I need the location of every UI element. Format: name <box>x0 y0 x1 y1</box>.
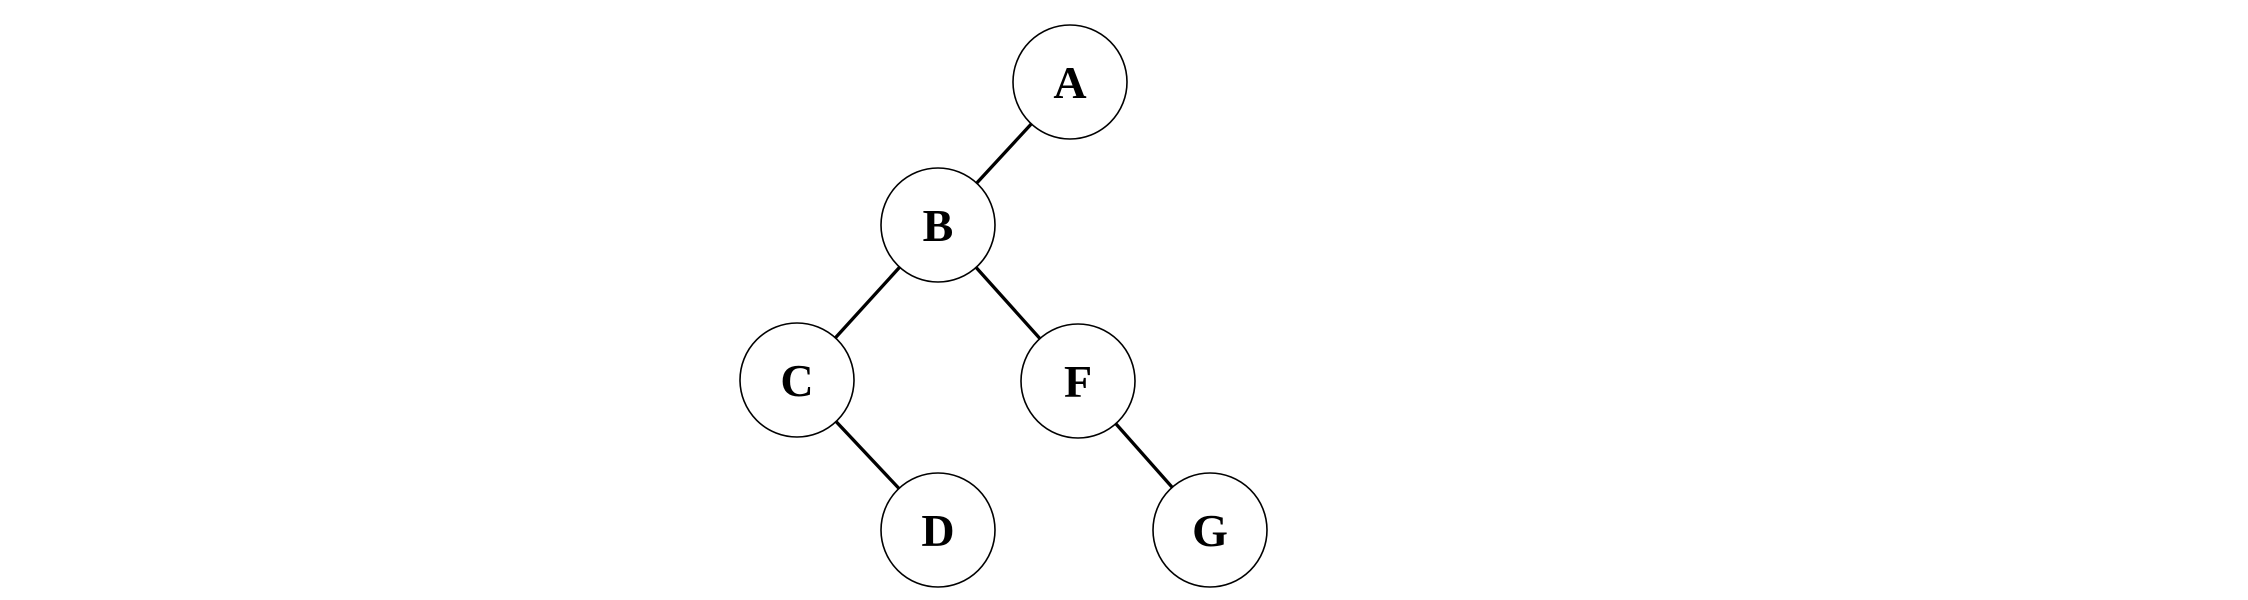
tree-node-B: B <box>880 167 996 283</box>
tree-node-G: G <box>1152 472 1268 588</box>
tree-node-label-C: C <box>780 355 813 406</box>
tree-node-label-A: A <box>1053 57 1086 108</box>
tree-node-circle-A <box>1012 24 1128 140</box>
tree-node-circle-G <box>1152 472 1268 588</box>
tree-node-F: F <box>1020 323 1136 439</box>
tree-node-circle-B <box>880 167 996 283</box>
tree-node-circle-C <box>739 322 855 438</box>
tree-node-label-D: D <box>921 505 954 556</box>
tree-node-C: C <box>739 322 855 438</box>
tree-node-D: D <box>880 472 996 588</box>
tree-node-A: A <box>1012 24 1128 140</box>
tree-edges <box>795 80 1212 532</box>
tree-nodes: A B C F D G <box>739 24 1268 588</box>
tree-node-label-F: F <box>1064 356 1092 407</box>
tree-node-label-G: G <box>1192 505 1228 556</box>
tree-node-label-B: B <box>923 200 954 251</box>
tree-node-circle-F <box>1020 323 1136 439</box>
tree-node-circle-D <box>880 472 996 588</box>
